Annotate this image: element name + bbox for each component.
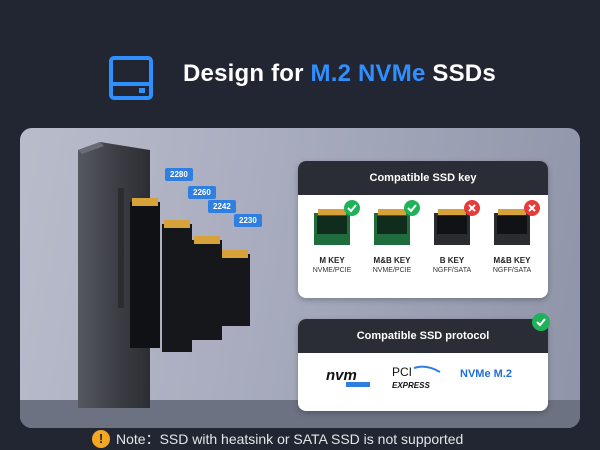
check-icon <box>404 200 420 216</box>
size-tag-2242: 2242 <box>208 200 236 213</box>
key-label: M&B KEY <box>493 256 531 265</box>
key-label: M&B KEY <box>373 256 411 265</box>
key-card-title: Compatible SSD key <box>298 161 548 195</box>
ssd-stick-2280 <box>130 198 160 348</box>
check-icon <box>532 313 550 331</box>
cross-icon <box>524 200 540 216</box>
nvme-m2-label: NVMe M.2 <box>460 368 512 380</box>
compatible-protocol-card: Compatible SSD protocol nvm PCI EXPRESS … <box>298 319 548 411</box>
ssd-enclosure-icon <box>109 56 153 100</box>
protocol-card-title: Compatible SSD protocol <box>298 319 548 353</box>
key-item-b: B KEY NGFF/SATA <box>426 200 480 275</box>
key-sub: NVME/PCIE <box>372 267 412 274</box>
key-label: M KEY <box>319 256 345 265</box>
enclosure-illustration <box>78 142 250 408</box>
ssd-stick-2230 <box>220 250 250 326</box>
note: ! Note：SSD with heatsink or SATA SSD is … <box>92 430 463 448</box>
nvm-express-logo: nvm <box>326 367 370 387</box>
cross-icon <box>464 200 480 216</box>
size-tag-2280: 2280 <box>165 168 193 181</box>
key-sub: NVME/PCIE <box>312 267 352 274</box>
ssd-mb-key-icon <box>374 209 410 245</box>
ssd-stick-2260 <box>162 220 192 352</box>
page-title: Design for M.2 NVMe SSDs <box>183 60 496 87</box>
key-label: B KEY <box>439 256 465 265</box>
ssd-stick-2242 <box>192 236 222 340</box>
ssd-m-key-icon <box>314 209 350 245</box>
ssd-mb-sata-icon <box>494 209 530 245</box>
key-item-m: M KEY NVME/PCIE <box>306 200 360 275</box>
check-icon <box>344 200 360 216</box>
svg-text:PCI: PCI <box>392 365 412 379</box>
pci-express-logo: PCI EXPRESS <box>392 365 441 390</box>
ssd-b-key-icon <box>434 209 470 245</box>
size-tag-2230: 2230 <box>234 214 262 227</box>
key-item-mb-nvme: M&B KEY NVME/PCIE <box>366 200 420 275</box>
key-sub: NGFF/SATA <box>432 267 472 274</box>
size-tag-2260: 2260 <box>188 186 216 199</box>
compatible-key-card: Compatible SSD key M KEY NVME/PCIE <box>298 161 548 298</box>
svg-text:EXPRESS: EXPRESS <box>392 381 430 390</box>
key-sub: NGFF/SATA <box>492 267 532 274</box>
svg-text:nvm: nvm <box>326 367 357 384</box>
product-panel: 2280 2260 2242 2230 Compatible SSD key M… <box>20 128 580 428</box>
header: Design for M.2 NVMe SSDs <box>0 0 600 128</box>
key-item-mb-sata: M&B KEY NGFF/SATA <box>486 200 540 275</box>
note-text: Note：SSD with heatsink or SATA SSD is no… <box>116 431 464 447</box>
warning-icon: ! <box>92 430 110 448</box>
